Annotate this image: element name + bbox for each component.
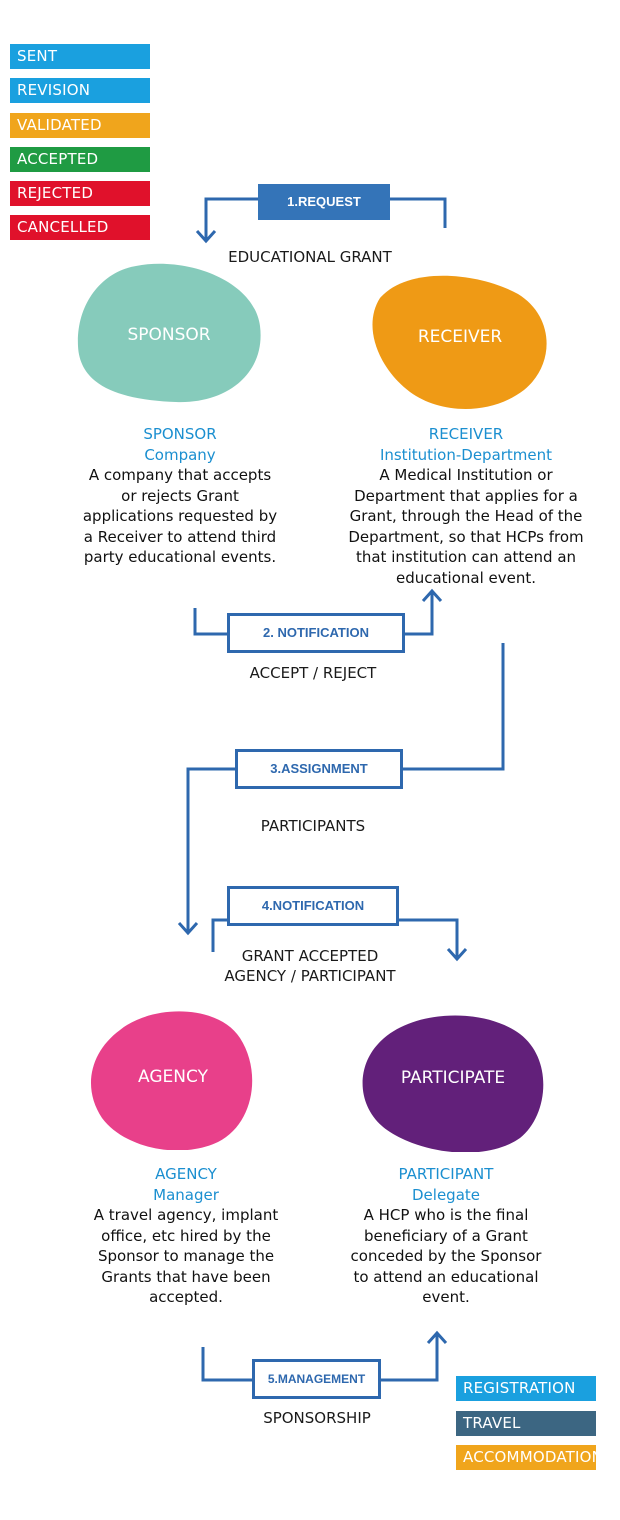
request-arrowhead [195, 229, 217, 244]
step-management-box: 5.MANAGEMENT [252, 1359, 381, 1399]
notification2-connector-left [211, 918, 228, 952]
step-notification-caption: ACCEPT / REJECT [249, 664, 377, 682]
service-badge-registration: REGISTRATION [456, 1376, 596, 1401]
sponsor-description-block: SPONSOR Company A company that accepts o… [80, 424, 280, 568]
agency-subrole: Manager [153, 1185, 219, 1204]
service-badge-travel: TRAVEL [456, 1411, 596, 1436]
status-badge-validated: VALIDATED [10, 113, 150, 138]
assignment-connector-left [186, 767, 236, 932]
agency-role: AGENCY [155, 1165, 217, 1183]
management-arrowhead [426, 1330, 448, 1345]
notification-arrowhead [421, 588, 443, 603]
step-management-caption: SPONSORSHIP [263, 1409, 371, 1427]
notification2-arrowhead [446, 947, 468, 962]
participant-blob-label: PARTICIPATE [400, 1068, 506, 1088]
participant-subrole: Delegate [412, 1185, 480, 1204]
agency-description-block: AGENCY Manager A travel agency, implant … [86, 1164, 286, 1308]
status-badge-accepted: ACCEPTED [10, 147, 150, 172]
status-badge-revision: REVISION [10, 78, 150, 103]
sponsor-blob-shape [77, 263, 261, 403]
participant-role: PARTICIPANT [398, 1165, 494, 1183]
receiver-description: A Medical Institution or Department that… [348, 466, 584, 587]
status-badge-sent: SENT [10, 44, 150, 69]
participant-description-block: PARTICIPANT Delegate A HCP who is the fi… [344, 1164, 548, 1308]
service-badge-accommodation: ACCOMMODATION [456, 1445, 603, 1470]
agency-description: A travel agency, implant office, etc hir… [93, 1206, 279, 1306]
agency-blob-shape [91, 1011, 253, 1150]
sponsor-subrole: Company [144, 445, 216, 464]
participant-blob-shape [362, 1015, 544, 1152]
sponsor-description: A company that accepts or rejects Grant … [82, 466, 278, 566]
assignment-connector [402, 643, 505, 771]
step-notification2-box: 4.NOTIFICATION [227, 886, 399, 926]
sponsor-role: SPONSOR [143, 425, 217, 443]
participant-description: A HCP who is the final beneficiary of a … [350, 1206, 542, 1306]
step-request-caption: EDUCATIONAL GRANT [228, 248, 392, 266]
notification2-connector-right [398, 918, 459, 958]
management-connector-left [201, 1347, 253, 1382]
receiver-subrole: Institution-Department [379, 445, 553, 464]
notification-connector-right [404, 592, 434, 636]
receiver-role: RECEIVER [428, 425, 504, 443]
assignment-arrowhead [177, 921, 199, 936]
receiver-blob-label: RECEIVER [417, 327, 503, 347]
step-notification-box: 2. NOTIFICATION [227, 613, 405, 653]
management-connector-right [380, 1334, 439, 1382]
receiver-description-block: RECEIVER Institution-Department A Medica… [346, 424, 586, 588]
sponsor-blob-label: SPONSOR [127, 325, 211, 345]
agency-blob-label: AGENCY [138, 1067, 208, 1087]
step-assignment-caption: PARTICIPANTS [260, 817, 366, 835]
step-notification2-caption-line1: GRANT ACCEPTED [241, 947, 379, 965]
status-badge-rejected: REJECTED [10, 181, 150, 206]
receiver-blob-shape [372, 275, 547, 409]
step-assignment-box: 3.ASSIGNMENT [235, 749, 403, 789]
request-connector-left [204, 197, 258, 240]
step-notification2-caption-line2: AGENCY / PARTICIPANT [224, 967, 396, 985]
notification-connector [193, 608, 228, 636]
step-request-box: 1.REQUEST [258, 184, 390, 220]
status-badge-cancelled: CANCELLED [10, 215, 150, 240]
